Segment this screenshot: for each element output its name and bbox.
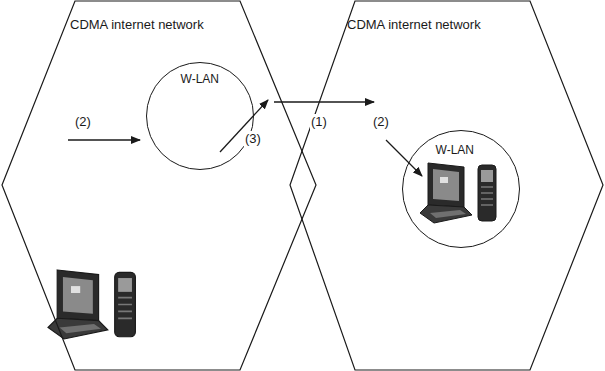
wlan-title: W-LAN — [181, 72, 219, 86]
callout-holder: (2) — [372, 114, 390, 130]
arrow — [68, 139, 140, 140]
arrow — [386, 140, 422, 176]
network-hexagon: CDMA internet networkW-LAN — [0, 0, 318, 371]
wlan-circle: W-LAN — [402, 130, 520, 248]
laptop-phone-icon — [48, 270, 135, 339]
hexagon-outline — [0, 0, 318, 371]
arrow — [220, 100, 268, 152]
arrow — [274, 101, 374, 102]
callout-number: (1) — [310, 114, 328, 130]
callout-holder: (2) — [74, 114, 92, 130]
callout-number: (2) — [372, 114, 390, 130]
callout-holder: (3) — [244, 131, 262, 147]
network-title: CDMA internet network — [70, 17, 204, 33]
laptop-phone-icon — [420, 163, 496, 223]
network-hexagon: CDMA internet networkW-LAN — [288, 0, 605, 371]
hexagon-outline — [288, 0, 605, 371]
network-title: CDMA internet network — [347, 17, 481, 33]
wlan-title: W-LAN — [436, 143, 474, 157]
wlan-circle: W-LAN — [146, 62, 254, 170]
callout-number: (2) — [74, 114, 92, 130]
callout-holder: (1) — [310, 114, 328, 130]
callout-number: (3) — [244, 131, 262, 147]
